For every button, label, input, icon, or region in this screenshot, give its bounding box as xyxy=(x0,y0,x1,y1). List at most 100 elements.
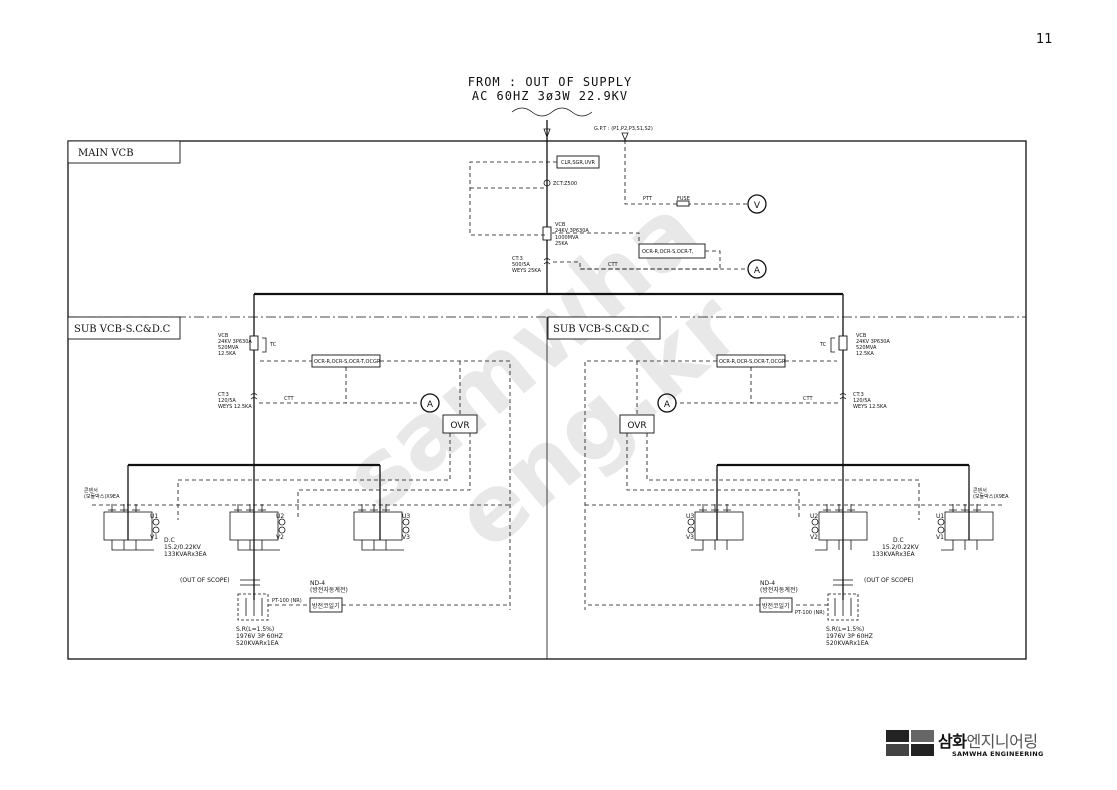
supply-line2: AC 60HZ 3ø3W 22.9KV xyxy=(472,89,628,103)
right-ct-l2: 120/5A xyxy=(853,398,871,404)
left-u3: U3 xyxy=(402,513,410,520)
main-zct-label: ZCT:Z500 xyxy=(553,181,577,187)
left-ct-l1: CT:3 xyxy=(218,392,229,398)
watermark: samwha eng.kr xyxy=(324,177,760,570)
right-dc-l2: 15.2/0.22KV xyxy=(882,544,920,551)
supply-wave xyxy=(511,107,593,117)
right-dc-l3: 133KVARx3EA xyxy=(872,551,916,558)
left-vcb-l1: VCB xyxy=(218,333,229,339)
left-dc-l3: 133KVARx3EA xyxy=(164,551,208,558)
supply-line1: FROM : OUT OF SUPPLY xyxy=(468,75,633,89)
left-vcb-l3: 520MVA xyxy=(218,345,239,351)
right-v3: V3 xyxy=(686,534,694,541)
right-u2: U2 xyxy=(810,513,818,520)
right-ammeter-label: A xyxy=(664,400,671,410)
left-out-of-scope: (OUT OF SCOPE) xyxy=(180,577,230,584)
gpt-label: G.P.T : (P1,P2,P3,S1,S2) xyxy=(594,126,653,132)
left-nd-l2: (방전자동계전) xyxy=(310,586,348,594)
left-ammeter xyxy=(420,393,440,413)
right-vcb-l2: 24KV 3P630A xyxy=(856,339,890,345)
left-ammeter-label: A xyxy=(427,400,434,410)
company-logo: 삼화엔지니어링 SAMWHA ENGINEERING xyxy=(886,728,1056,762)
left-relay-box-label: OCR-R,OCR-S,OCR-T,OCGR xyxy=(314,359,381,365)
right-discharge-label: 방전코일기 xyxy=(762,602,790,610)
left-discharge-label: 방전코일기 xyxy=(312,602,340,610)
logo-mark-icon xyxy=(886,730,934,756)
right-nd-l1: ND-4 xyxy=(760,580,775,587)
left-v1: V1 xyxy=(150,534,158,541)
left-cap-group3 xyxy=(353,504,410,551)
right-pt100: PT-100 (NR) xyxy=(795,610,825,616)
right-cap-label-l1: 콘덴서 xyxy=(973,487,987,494)
main-voltmeter-label: V xyxy=(754,201,761,211)
main-ammeter-label: A xyxy=(754,266,761,276)
right-panel: SUB VCB-S.C&D.C VCB 24KV 3P630A 520MVA 1… xyxy=(547,316,1009,647)
right-v1: V1 xyxy=(936,534,944,541)
main-vcb-l4: 25KA xyxy=(555,241,569,247)
left-cap-label-l2: (모듈박스)X9EA xyxy=(84,493,120,500)
logo-kr-light: 엔지니어링 xyxy=(966,732,1038,751)
right-sr-l1: S.R(L=1.5%) xyxy=(826,626,864,633)
left-sr-l2: 1976V 3P 60HZ xyxy=(236,633,283,640)
right-u3: U3 xyxy=(686,513,694,520)
main-ct-l2: 500/5A xyxy=(512,262,530,268)
left-cap-label-l1: 콘덴서 xyxy=(84,487,98,494)
right-ctt-label: CTT xyxy=(803,396,813,402)
right-vcb-l1: VCB xyxy=(856,333,867,339)
main-ammeter xyxy=(747,259,767,279)
right-vcb-l3: 520MVA xyxy=(856,345,877,351)
left-pt100: PT-100 (NR) xyxy=(272,598,302,604)
main-voltmeter xyxy=(747,194,767,214)
main-vcb-l2: 24KV 3P630A xyxy=(555,228,589,234)
right-out-of-scope: (OUT OF SCOPE) xyxy=(864,577,914,584)
right-v2: V2 xyxy=(810,534,818,541)
main-vcb-title: MAIN VCB xyxy=(78,148,134,159)
right-ovr-box xyxy=(619,414,655,434)
left-panel-title: SUB VCB-S.C&D.C xyxy=(74,324,171,335)
right-cap-group1 xyxy=(937,504,994,551)
right-cap-group3 xyxy=(687,504,744,551)
right-cap-label-l2: (모듈박스)X9EA xyxy=(973,493,1009,500)
right-sr-l3: 520KVARx1EA xyxy=(826,640,870,647)
right-ct-l1: CT:3 xyxy=(853,392,864,398)
right-panel-title: SUB VCB-S.C&D.C xyxy=(553,324,650,335)
left-ovr-box xyxy=(442,414,478,434)
left-panel: SUB VCB-S.C&D.C VCB 24KV 3P630A 520MVA 1… xyxy=(67,316,511,647)
main-relay-box2-label: OCR-R,OCR-S,OCR-T, xyxy=(642,249,694,255)
page-number: 11 xyxy=(1036,32,1053,47)
right-cap-group2 xyxy=(811,504,868,551)
left-dc-l1: D.C xyxy=(164,537,175,544)
left-sr-l3: 520KVARx1EA xyxy=(236,640,280,647)
left-sr-l1: S.R(L=1.5%) xyxy=(236,626,274,633)
main-ct-l1: CT:3 xyxy=(512,256,523,262)
left-nd-l1: ND-4 xyxy=(310,580,325,587)
main-incoming: ZCT:Z500 VCB 24KV 3P630A 1000MVA 25KA CT… xyxy=(512,120,589,294)
main-vcb-l3: 1000MVA xyxy=(555,235,579,241)
left-ct-l3: WEYS 12.5KA xyxy=(218,404,252,410)
right-relay-box-label: OCR-R,OCR-S,OCR-T,OCGR xyxy=(719,359,786,365)
right-dc-l1: D.C xyxy=(893,537,904,544)
left-ovr-label: OVR xyxy=(450,421,469,431)
left-dc-l2: 15.2/0.22KV xyxy=(164,544,202,551)
left-vcb-l4: 12.5KA xyxy=(218,351,236,357)
left-cap-group1 xyxy=(103,504,160,551)
logo-kr-bold: 삼화 xyxy=(938,732,967,751)
left-tc-label: TC xyxy=(269,342,277,348)
right-ammeter xyxy=(657,393,677,413)
right-ct-l3: WEYS 12.5KA xyxy=(853,404,887,410)
main-relay-box1-label: CLR,SGR,UVR xyxy=(561,160,596,166)
right-nd-l2: (방전자동계전) xyxy=(760,586,798,594)
left-ctt-label: CTT xyxy=(284,396,294,402)
main-ct-l3: WEYS 25KA xyxy=(512,268,541,274)
right-sr-l2: 1976V 3P 60HZ xyxy=(826,633,873,640)
main-fuse-label: FUSE xyxy=(677,196,690,202)
left-v2: V2 xyxy=(276,534,284,541)
left-vcb-l2: 24KV 3P630A xyxy=(218,339,252,345)
logo-korean-text: 삼화엔지니어링 xyxy=(938,728,1038,752)
logo-english-text: SAMWHA ENGINEERING xyxy=(952,750,1044,758)
left-u1: U1 xyxy=(150,513,158,520)
right-ovr-label: OVR xyxy=(627,421,646,431)
left-v3: V3 xyxy=(402,534,410,541)
right-vcb-l4: 12.5KA xyxy=(856,351,874,357)
